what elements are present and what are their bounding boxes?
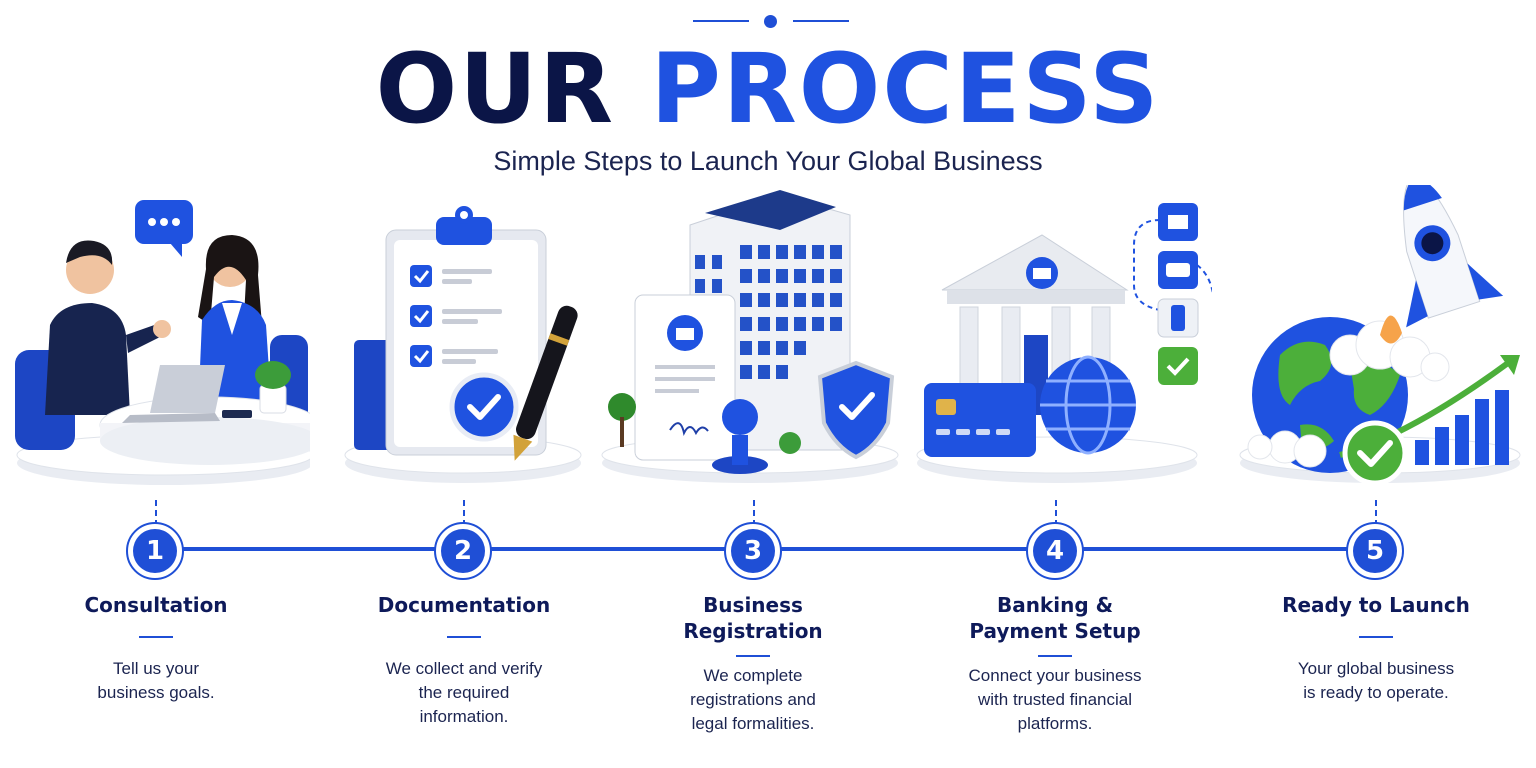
office-building-illustration xyxy=(600,185,900,490)
meeting-illustration xyxy=(10,185,310,490)
step-3-number-badge: 3 xyxy=(724,522,782,580)
step-5-connector xyxy=(1375,500,1377,526)
step-1-number-badge: 1 xyxy=(126,522,184,580)
step-1-title: Consultation xyxy=(84,593,228,617)
clipboard-checklist-illustration xyxy=(318,185,618,490)
step-2-title: Documentation xyxy=(377,593,551,617)
step-5-description: Your global business is ready to operate… xyxy=(1297,659,1455,702)
step-4-connector xyxy=(1055,500,1057,526)
step-2-connector xyxy=(463,500,465,526)
page-title: OUR PROCESS xyxy=(0,34,1536,144)
step-2-divider xyxy=(447,636,481,638)
step-2-number-badge: 2 xyxy=(434,522,492,580)
step-4-title: Banking & Payment Setup xyxy=(969,593,1141,643)
step-2-description: We collect and verify the required infor… xyxy=(385,659,543,726)
title-word-our: OUR xyxy=(375,33,616,145)
step-5-number-badge: 5 xyxy=(1346,522,1404,580)
step-3-connector xyxy=(753,500,755,526)
step-5-divider xyxy=(1359,636,1393,638)
step-3-description: We complete registrations and legal form… xyxy=(690,666,816,733)
rocket-globe-illustration xyxy=(1230,185,1530,490)
bank-payment-illustration xyxy=(912,185,1212,490)
page-subtitle: Simple Steps to Launch Your Global Busin… xyxy=(493,146,1043,176)
step-3-divider xyxy=(736,655,770,657)
step-1-connector xyxy=(155,500,157,526)
step-3-title: Business Registration xyxy=(683,593,823,643)
header-ornament xyxy=(693,14,849,28)
step-1-divider xyxy=(139,636,173,638)
step-4-number-badge: 4 xyxy=(1026,522,1084,580)
step-4-divider xyxy=(1038,655,1072,657)
title-word-process: PROCESS xyxy=(650,33,1161,145)
step-4-description: Connect your business with trusted finan… xyxy=(968,666,1142,733)
step-1-description: Tell us your business goals. xyxy=(97,659,215,702)
step-5-title: Ready to Launch xyxy=(1282,593,1470,617)
